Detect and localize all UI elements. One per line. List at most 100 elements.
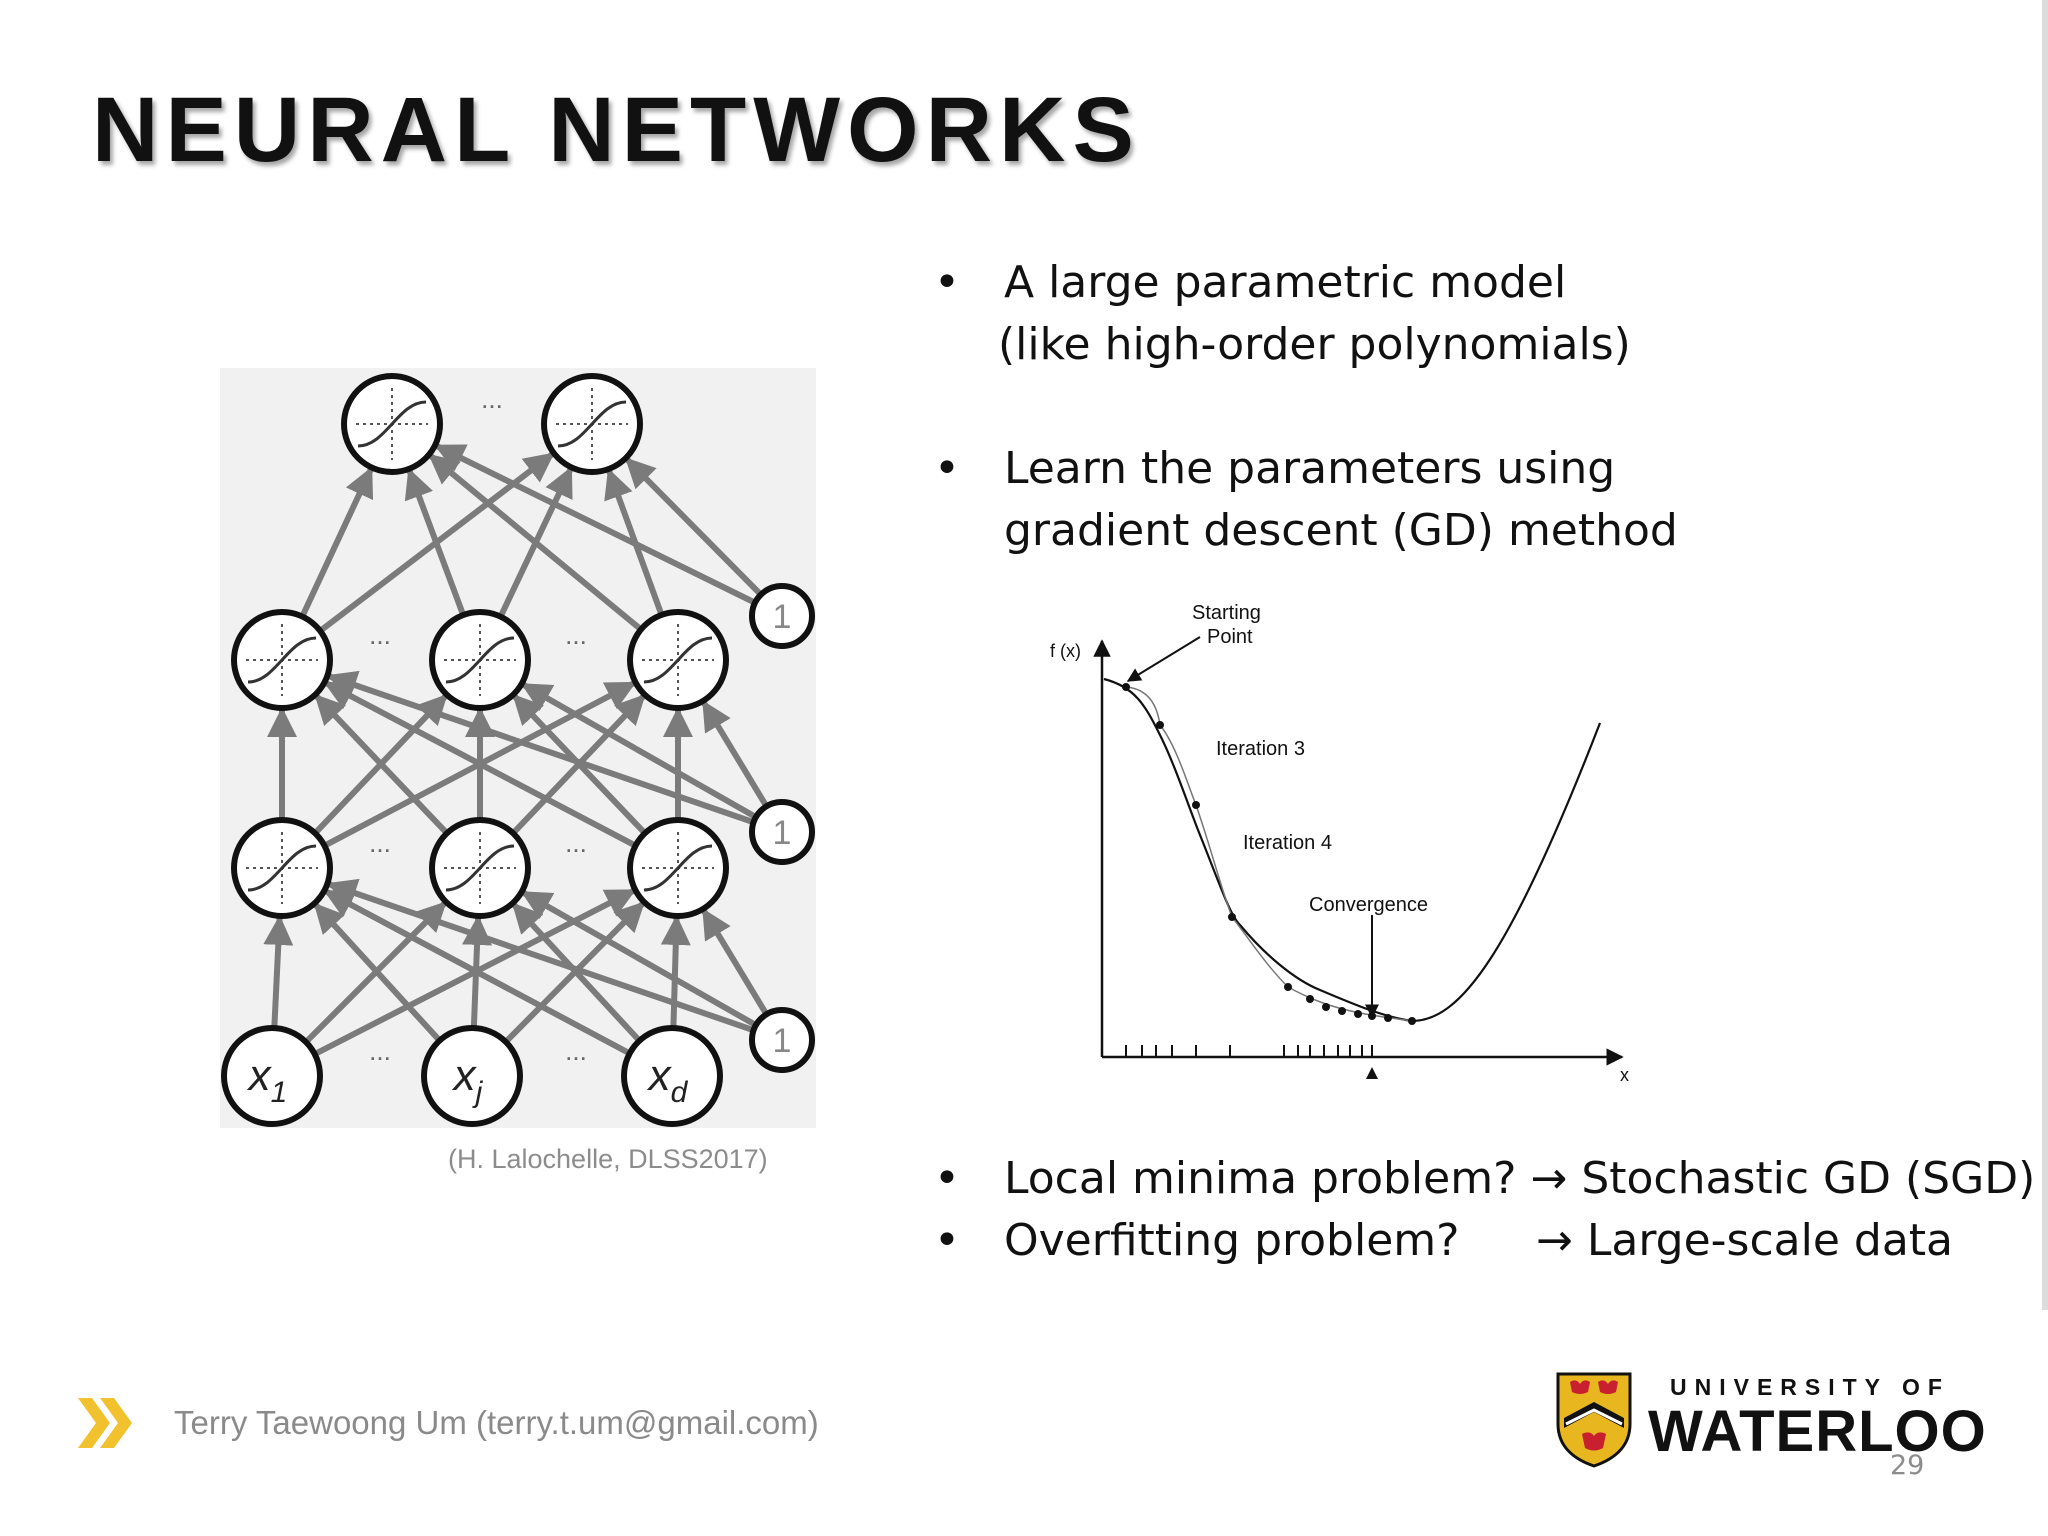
sigmoid-neuron-hidden bbox=[429, 609, 531, 711]
network-ellipses: ..................... bbox=[369, 384, 587, 1066]
bullet-question: Overfitting problem? bbox=[1004, 1215, 1460, 1266]
iteration-4-label: Iteration 4 bbox=[1243, 832, 1332, 854]
sigmoid-neuron-hidden bbox=[627, 609, 729, 711]
ellipsis: ... bbox=[369, 1036, 391, 1066]
iteration-point bbox=[1322, 1003, 1330, 1011]
footer-author: Terry Taewoong Um (terry.t.um@gmail.com) bbox=[174, 1404, 819, 1441]
input-neuron: xd bbox=[621, 1025, 723, 1127]
iteration-point bbox=[1408, 1017, 1416, 1025]
university-logo: UNIVERSITY OF WATERLOO bbox=[1556, 1372, 1986, 1472]
gradient-descent-diagram: f (x) x Starting Point Iteration 3 Itera… bbox=[1040, 595, 1660, 1095]
bullet-answer: Large-scale data bbox=[1586, 1215, 1954, 1266]
input-neuron: x1 bbox=[221, 1025, 323, 1127]
sigmoid-neuron-hidden bbox=[231, 817, 333, 919]
connection-arrow bbox=[299, 466, 374, 618]
start-pointer bbox=[1126, 636, 1201, 682]
bullet-line: A large parametric model bbox=[1004, 257, 1567, 308]
connection-arrow bbox=[434, 443, 757, 606]
ellipsis: ... bbox=[369, 620, 391, 650]
slide-title: NEURAL NETWORKS bbox=[92, 79, 1141, 181]
double-chevron-right-icon bbox=[78, 1398, 132, 1448]
iteration-point bbox=[1338, 1007, 1346, 1015]
bullet-item: • Overfitting problem? → Large-scale data bbox=[934, 1210, 2034, 1272]
bullet-dot: • bbox=[934, 443, 960, 494]
iteration-point bbox=[1122, 683, 1130, 691]
bullet-question: Local minima problem? bbox=[1004, 1153, 1517, 1204]
bias-label: 1 bbox=[773, 598, 792, 636]
y-axis-label: f (x) bbox=[1050, 641, 1081, 661]
connection-arrow bbox=[326, 670, 755, 826]
bias-node: 1 bbox=[749, 583, 815, 649]
connection-arrow bbox=[428, 453, 643, 632]
bias-node: 1 bbox=[749, 1007, 815, 1073]
iteration-point bbox=[1284, 983, 1292, 991]
input-label: x1 bbox=[247, 1051, 288, 1109]
sigmoid-neuron-hidden bbox=[429, 817, 531, 919]
cost-curve bbox=[1103, 677, 1602, 1023]
iteration-point bbox=[1384, 1014, 1392, 1022]
ellipsis: ... bbox=[481, 384, 503, 414]
bullet-dot: • bbox=[934, 1153, 960, 1204]
connection-arrow bbox=[701, 908, 770, 1016]
bullet-line: (like high-order polynomials) bbox=[998, 319, 1631, 370]
iteration-point bbox=[1228, 913, 1236, 921]
ellipsis: ... bbox=[369, 828, 391, 858]
sigmoid-neuron-output bbox=[541, 373, 643, 475]
bullet-answer: Stochastic GD (SGD) bbox=[1581, 1153, 2036, 1204]
bullet-list: • A large parametric model (like high-or… bbox=[934, 252, 1994, 562]
connection-arrow bbox=[323, 680, 637, 849]
connection-arrow bbox=[314, 694, 450, 836]
sigmoid-neuron-hidden bbox=[627, 817, 729, 919]
waterloo-shield-icon bbox=[1556, 1372, 1632, 1468]
connection-arrow bbox=[326, 878, 755, 1034]
bottom-bullet-list: • Local minima problem? → Stochastic GD … bbox=[934, 1148, 2036, 1272]
iteration-point bbox=[1354, 1010, 1362, 1018]
connection-arrow bbox=[660, 914, 691, 1029]
connection-arrow bbox=[263, 914, 294, 1029]
convergence-label: Convergence bbox=[1309, 894, 1428, 916]
connection-arrow bbox=[701, 700, 770, 808]
sigmoid-neuron-output bbox=[341, 373, 443, 475]
bullet-dot: • bbox=[934, 257, 960, 308]
bias-node: 1 bbox=[749, 799, 815, 865]
arrow-icon: → bbox=[1536, 1215, 1573, 1266]
connection-arrow bbox=[520, 890, 758, 1028]
bullet-dot: • bbox=[934, 1215, 960, 1266]
iteration-point bbox=[1192, 801, 1200, 809]
connection-arrow bbox=[323, 888, 632, 1057]
input-neuron: xj bbox=[421, 1025, 523, 1127]
connection-arrow bbox=[511, 902, 642, 1043]
slide-edge bbox=[2042, 0, 2048, 1310]
iteration-point bbox=[1306, 995, 1314, 1003]
figure-citation: (H. Lalochelle, DLSS2017) bbox=[448, 1144, 768, 1174]
logo-main-text: WATERLOO bbox=[1648, 1399, 1987, 1464]
bullet-line: gradient descent (GD) method bbox=[1004, 505, 1678, 556]
gradient-descent-svg: f (x) x Starting Point Iteration 3 Itera… bbox=[1050, 602, 1629, 1085]
x-axis-ticks bbox=[1125, 1045, 1373, 1057]
ellipsis: ... bbox=[565, 1036, 587, 1066]
ellipsis: ... bbox=[565, 620, 587, 650]
network-edges bbox=[263, 443, 770, 1057]
start-label-line2: Point bbox=[1207, 626, 1253, 648]
bullet-item: • Local minima problem? → Stochastic GD … bbox=[934, 1148, 2036, 1210]
logo-top-text: UNIVERSITY OF bbox=[1670, 1374, 1950, 1400]
sigmoid-neuron-hidden bbox=[231, 609, 333, 711]
bias-label: 1 bbox=[773, 814, 792, 852]
connection-arrow bbox=[625, 457, 764, 597]
x-axis-label: x bbox=[1620, 1065, 1629, 1085]
bias-label: 1 bbox=[773, 1022, 792, 1060]
ellipsis: ... bbox=[565, 828, 587, 858]
minimum-marker bbox=[1366, 1067, 1378, 1079]
bullet-item: • Learn the parameters using gradient de… bbox=[934, 438, 1994, 562]
connection-arrow bbox=[520, 682, 758, 820]
page-number: 29 bbox=[1890, 1450, 1925, 1481]
iteration-point bbox=[1156, 721, 1164, 729]
connection-arrow bbox=[404, 468, 467, 617]
arrow-icon: → bbox=[1530, 1153, 1568, 1204]
connection-arrow bbox=[313, 902, 442, 1043]
bullet-line: Learn the parameters using bbox=[1004, 443, 1616, 494]
